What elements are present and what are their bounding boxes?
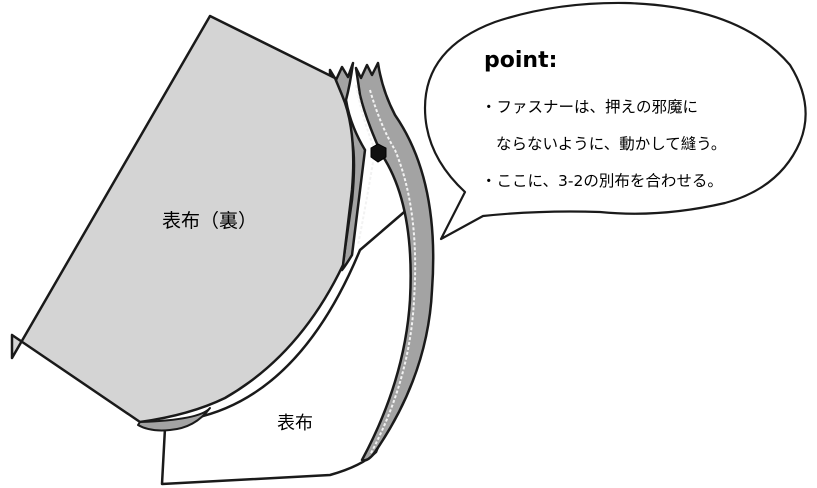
callout-note-3: ・ここに、3-2の別布を合わせる。	[481, 172, 723, 190]
callout-title: point:	[484, 48, 558, 73]
zipper-stitch-right	[369, 89, 417, 456]
callout-bubble	[423, 1, 807, 241]
back-fabric-hem	[137, 407, 211, 432]
zipper-tape-right	[354, 61, 435, 462]
callout-note-2: ならないように、動かして縫う。	[496, 135, 727, 153]
front-fabric-label: 表布	[277, 413, 313, 434]
back-fabric-label: 表布（裏）	[162, 210, 258, 232]
zipper-pull	[370, 143, 387, 163]
callout-note-1: ・ファスナーは、押えの邪魔に	[481, 98, 699, 116]
back-fabric-panel	[10, 14, 355, 424]
